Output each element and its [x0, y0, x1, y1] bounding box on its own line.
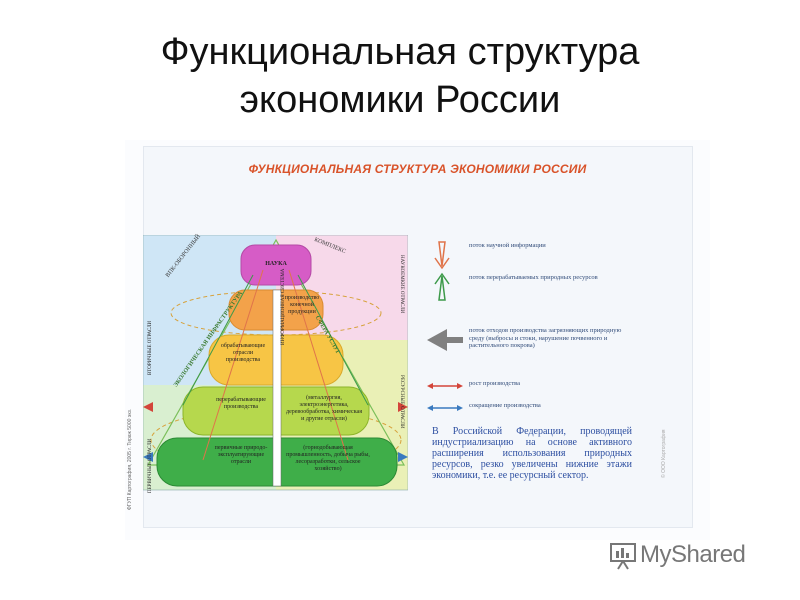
legend-item-waste-flow: поток отходов производства загрязняющих … — [425, 325, 695, 370]
tier-nauka — [240, 244, 312, 286]
right-label-scientific: НАУКОЕМКИЕ ОТРАСЛИ — [399, 255, 404, 314]
double-arrow-icon — [427, 383, 463, 389]
legend-item-growth: рост производства — [425, 378, 695, 408]
copyright-text: © ООО Картография — [661, 429, 667, 478]
tier-note-refining: (металлургия, электроэнергетика, деревоо… — [286, 395, 362, 422]
presentation-icon — [610, 543, 636, 570]
pyramid-diagram: ВПК-ОБОРОННЫЙ КОМПЛЕКС НАУКА производств… — [143, 234, 408, 497]
legend-item-decline: сокращение производства — [425, 400, 695, 430]
tier-label-nauka: НАУКА — [265, 261, 287, 267]
tier-label-final: производство конечной продукции — [284, 295, 320, 315]
legend-item-science-flow: поток научной информации — [425, 240, 695, 270]
pyramid-graphic — [143, 235, 408, 491]
tier-label-processing: обрабатывающие отрасли производства — [220, 343, 266, 363]
right-decline-arrow — [398, 452, 408, 462]
diagram-poster: ФГУП Картография, 2005 г. Тираж 5000 экз… — [125, 140, 710, 540]
tier-label-refining: перерабатывающие производства — [216, 397, 266, 410]
pyramid-border — [143, 235, 408, 491]
left-label-primary: ПЕРВИЧНЫЕ ОТРАСЛИ — [148, 438, 153, 493]
green-arrow-right — [297, 274, 369, 406]
right-label-resource: РЕСУРСНЫЕ ОТРАСЛИ — [399, 375, 404, 429]
orange-arrow-left — [202, 269, 264, 461]
arrow-up-icon — [434, 272, 450, 301]
arrow-down-icon — [434, 241, 450, 270]
slide-title-line1: Функциональная структура — [160, 31, 640, 73]
watermark-text: MyShared — [640, 541, 746, 568]
left-label-secondary: ВТОРИЧНЫЕ ОТРАСЛИ — [148, 320, 153, 375]
slide-title-line2: экономики России — [239, 79, 561, 121]
center-column-label: ИНФОРМАЦИОННАЯ СИСТЕМА — [281, 268, 286, 345]
legend-item-resources-flow: поток перерабатываемых природных ресурсо… — [425, 272, 695, 302]
orange-arrow-right — [288, 269, 349, 461]
legend-text-science-flow: поток научной информации — [469, 242, 546, 249]
left-growth-arrow — [143, 402, 153, 412]
double-arrow-icon — [427, 405, 463, 411]
legend-text-growth: рост производства — [469, 380, 521, 387]
poster-title: ФУНКЦИОНАЛЬНАЯ СТРУКТУРА ЭКОНОМИКИ РОССИ… — [248, 162, 587, 176]
green-arrow-left — [182, 274, 254, 406]
legend-text-waste-flow: поток отходов производства загрязняющих … — [469, 327, 622, 349]
legend-text-resources-flow: поток перерабатываемых природных ресурсо… — [469, 274, 598, 281]
arrow-left-icon — [427, 329, 463, 351]
right-growth-arrow — [398, 402, 408, 412]
poster-side-text: ФГУП Картография, 2005 г. Тираж 5000 экз… — [127, 408, 133, 510]
left-decline-arrow — [143, 452, 153, 462]
information-system-column — [272, 289, 282, 487]
slide-title: Функциональная структура экономики Росси… — [0, 28, 800, 124]
summary-text: В Российской Федерации, проводящей индус… — [432, 426, 632, 481]
tier-note-primary: (горнодобывающая промышленность, добыча … — [286, 445, 370, 472]
tier-label-primary: первичные природо-эксплуатирующие отрасл… — [214, 445, 268, 465]
myshared-watermark: MyShared — [608, 537, 768, 573]
legend-text-decline: сокращение производства — [469, 402, 541, 409]
